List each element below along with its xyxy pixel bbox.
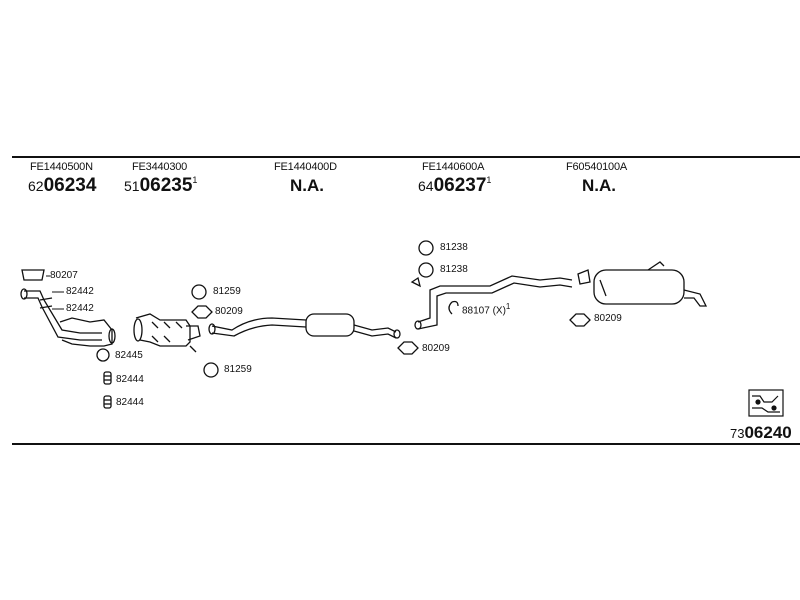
ring-81259-a <box>191 284 207 300</box>
callout-81238-a: 81238 <box>440 242 468 253</box>
callout-81238-b: 81238 <box>440 264 468 275</box>
callout-88107: 88107 (X)1 <box>462 302 510 316</box>
part-code-4: FE1440600A <box>422 161 485 173</box>
ref-prefix: 62 <box>28 178 44 194</box>
callout-81259-a: 81259 <box>213 286 241 297</box>
gasket-80207 <box>21 269 45 281</box>
not-available-1: N.A. <box>290 176 324 195</box>
callout-88107-text: 88107 (X) <box>462 305 506 317</box>
spring-82444-a <box>103 371 112 385</box>
part-code-2: FE3440300 <box>132 161 188 173</box>
ref-main: 06234 <box>43 175 97 196</box>
part-code-1: FE1440500N <box>30 161 93 173</box>
callout-80209-b: 80209 <box>422 343 450 354</box>
ref-prefix: 51 <box>124 178 140 194</box>
ring-81259-b <box>203 362 219 378</box>
gasket-80209-a <box>191 305 213 319</box>
intermediate-pipe <box>208 313 401 339</box>
ref-number-4: 64062371 <box>418 175 491 197</box>
callout-88107-sup: 1 <box>505 302 511 311</box>
assembly-prefix: 73 <box>730 426 745 441</box>
callout-80209-c: 80209 <box>594 313 622 324</box>
catalytic-converter <box>133 313 201 353</box>
callout-82445: 82445 <box>115 350 143 361</box>
callout-82442-b: 82442 <box>66 303 94 314</box>
front-pipe <box>20 288 116 347</box>
callout-82442-a: 82442 <box>66 286 94 297</box>
assembly-main: 06240 <box>744 423 792 442</box>
part-code-3: FE1440400D <box>274 161 337 173</box>
ring-81238-b <box>418 262 434 278</box>
spring-82444-b <box>103 395 112 409</box>
ref-main: 06237 <box>433 175 487 196</box>
clamp-88107 <box>448 300 459 315</box>
callout-82444-a: 82444 <box>116 374 144 385</box>
callout-80209-a: 80209 <box>215 306 243 317</box>
ring-82445 <box>96 348 110 362</box>
ref-number-1: 6206234 <box>28 175 96 197</box>
ref-sup: 1 <box>486 175 492 185</box>
callout-80207: 80207 <box>50 270 78 281</box>
gasket-80209-c <box>569 313 591 327</box>
ref-prefix: 64 <box>418 178 434 194</box>
assembly-icon <box>748 389 784 417</box>
ref-main: 06235 <box>139 175 193 196</box>
rear-pipe <box>410 275 573 330</box>
rear-muffler <box>577 261 708 307</box>
ref-number-2: 51062351 <box>124 175 197 197</box>
callout-82444-b: 82444 <box>116 397 144 408</box>
not-available-2: N.A. <box>582 176 616 195</box>
ref-sup: 1 <box>192 175 198 185</box>
gasket-80209-b <box>397 341 419 355</box>
ring-81238-a <box>418 240 434 256</box>
assembly-number: 7306240 <box>730 423 792 443</box>
callout-81259-b: 81259 <box>224 364 252 375</box>
part-code-5: F60540100A <box>566 161 627 173</box>
